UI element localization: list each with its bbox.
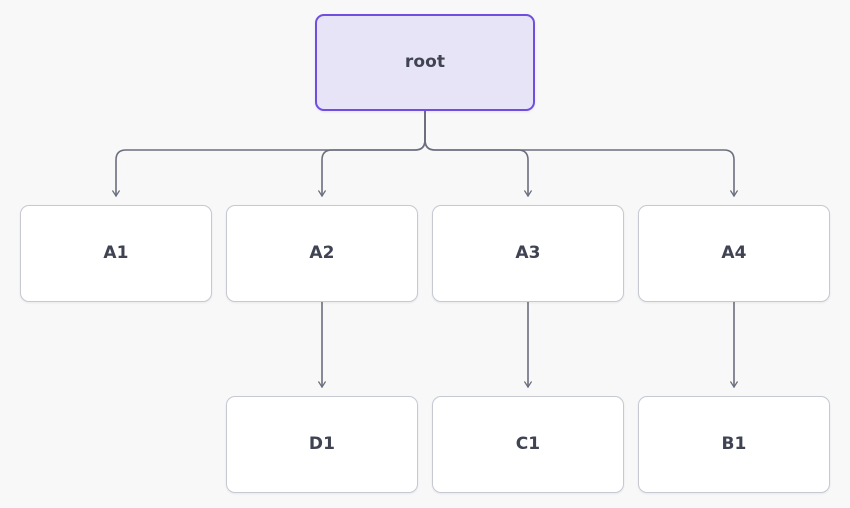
node-c1[interactable]: C1 [432,396,624,493]
node-b1-label: B1 [721,434,747,454]
node-a3[interactable]: A3 [432,205,624,302]
edge-root-to-a1 [112,110,426,197]
edge-root-to-a4 [424,110,738,197]
node-d1-label: D1 [308,434,336,454]
node-a2-label: A2 [309,243,335,263]
node-root-label: root [404,52,446,72]
node-d1[interactable]: D1 [226,396,418,493]
node-a1[interactable]: A1 [20,205,212,302]
edge-root-to-a3 [424,110,532,197]
node-a4-label: A4 [721,243,747,263]
node-a1-label: A1 [103,243,129,263]
node-root[interactable]: root [315,14,535,111]
edge-root-to-a2 [318,110,426,197]
node-a3-label: A3 [515,243,541,263]
node-c1-label: C1 [515,434,541,454]
node-b1[interactable]: B1 [638,396,830,493]
node-a4[interactable]: A4 [638,205,830,302]
node-a2[interactable]: A2 [226,205,418,302]
